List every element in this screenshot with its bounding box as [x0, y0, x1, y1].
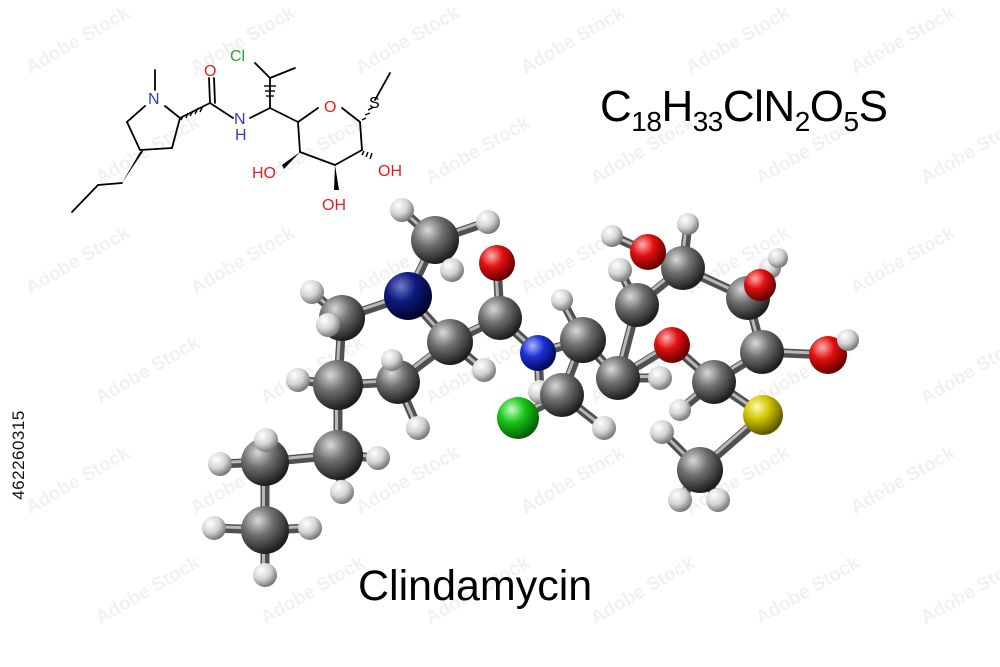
oxygen-atom — [654, 327, 690, 363]
hydrogen-atom — [390, 198, 414, 222]
skeletal-oh-bottom: OH — [322, 197, 346, 214]
hydrogen-atom — [316, 313, 340, 337]
skeletal-oh-right: OH — [378, 163, 402, 180]
hydrogen-atom — [551, 289, 573, 311]
skeletal-nh: N — [234, 111, 246, 128]
hydrogen-atom — [286, 368, 310, 392]
hydrogen-atom — [208, 452, 232, 476]
formula-subscript-0: 18 — [631, 106, 662, 137]
hydrogen-atom — [253, 563, 277, 587]
carbon-atom — [596, 356, 640, 400]
skeletal-s: S — [369, 95, 380, 112]
nitrogen-atom — [520, 335, 556, 371]
sulfur-atom — [743, 395, 783, 435]
carbon-atom — [427, 319, 473, 365]
oxygen-atom — [630, 234, 666, 270]
hydrogen-atom — [202, 516, 226, 540]
carbon-atom — [661, 246, 705, 290]
hydrogen-atom — [440, 258, 464, 282]
hydrogen-atom — [330, 480, 354, 504]
hydrogen-atom — [668, 488, 692, 512]
carbon-atom — [560, 317, 606, 363]
nitrogen-atom — [384, 272, 432, 320]
carbon-atom — [241, 506, 289, 554]
carbon-atom — [313, 430, 363, 480]
hydrogen-atom — [650, 420, 674, 444]
formula-subscript-2: 2 — [794, 106, 811, 137]
carbon-atom — [411, 216, 459, 264]
formula-element-2: ClN — [722, 82, 795, 131]
hydrogen-atom — [381, 349, 403, 371]
carbon-atom — [692, 360, 736, 404]
oxygen-atom — [479, 245, 515, 281]
hydrogen-atom — [406, 416, 430, 440]
hydrogen-atom — [592, 416, 616, 440]
hydrogen-atom — [677, 213, 699, 235]
molecule-name: Clindamycin — [358, 562, 593, 610]
hydrogen-atom — [601, 225, 623, 247]
hydrogen-atom — [669, 399, 691, 421]
hydrogen-atom — [648, 366, 672, 390]
hydrogen-atom — [254, 428, 278, 452]
stock-id: 462260315 — [9, 410, 28, 500]
skeletal-nh-h: H — [235, 127, 247, 144]
skeletal-n-ring: N — [148, 91, 160, 108]
hydrogen-atom — [706, 488, 730, 512]
formula-element-3: O — [809, 82, 844, 131]
carbon-atom — [478, 296, 522, 340]
formula-subscript-3: 5 — [843, 106, 860, 137]
oxygen-atom — [744, 269, 776, 301]
skeletal-cl: Cl — [230, 48, 245, 65]
carbon-atom — [313, 360, 363, 410]
hydrogen-atom — [298, 516, 322, 540]
hydrogen-atom — [608, 258, 632, 282]
formula-element-1: H — [661, 82, 693, 131]
hydrogen-atom — [300, 280, 324, 304]
hydrogen-atom — [837, 329, 859, 351]
formula-element-0: C — [600, 82, 632, 131]
hydrogen-atom — [768, 248, 788, 268]
carbon-atom — [376, 360, 420, 404]
carbon-atom — [540, 373, 584, 417]
hydrogen-atom — [366, 446, 390, 470]
skeletal-o-carbonyl: O — [204, 63, 216, 80]
carbon-atom — [677, 447, 723, 493]
molecular-formula: C18H33ClN2O5S — [600, 82, 888, 136]
carbon-atom — [740, 330, 784, 374]
skeletal-oh-left: HO — [252, 165, 276, 182]
skeletal-o-ring: O — [324, 99, 336, 116]
formula-subscript-1: 33 — [692, 106, 724, 137]
chlorine-atom — [497, 397, 539, 439]
oxygen-atom — [809, 336, 847, 374]
hydrogen-atom — [472, 358, 496, 382]
atoms-layer — [202, 198, 859, 587]
carbon-atom — [615, 283, 659, 327]
formula-element-4: S — [858, 82, 888, 131]
carbon-atom — [241, 438, 289, 486]
hydrogen-atom — [476, 210, 500, 234]
